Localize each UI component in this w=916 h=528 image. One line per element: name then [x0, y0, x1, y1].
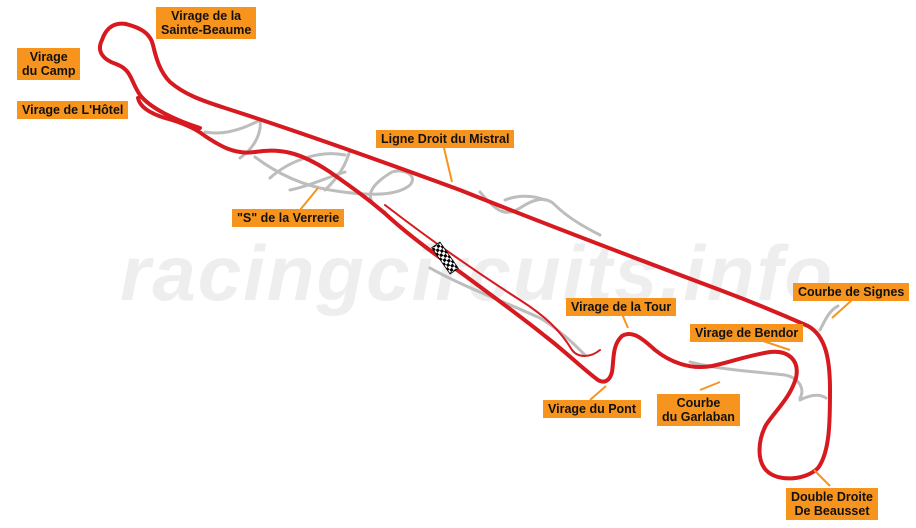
checkered-flag-icon: [431, 241, 459, 275]
label-leaders: [299, 147, 853, 487]
label-virage-sainte-beaume: Virage de la Sainte-Beaume: [156, 7, 257, 39]
label-courbe-du-garlaban: Courbe du Garlaban: [657, 394, 740, 426]
pit-lane: [384, 204, 601, 357]
circuit-track: [97, 21, 832, 481]
watermark-text: racingcircuits.info: [120, 229, 834, 317]
label-virage-de-la-tour: Virage de la Tour: [566, 298, 677, 316]
label-virage-de-bendor: Virage de Bendor: [690, 324, 804, 342]
label-virage-du-camp: Virage du Camp: [17, 48, 81, 80]
label-double-droite-beausset: Double Droite De Beausset: [786, 488, 878, 520]
label-courbe-de-signes: Courbe de Signes: [793, 283, 910, 301]
label-ligne-droit-mistral: Ligne Droit du Mistral: [376, 130, 515, 148]
label-virage-du-pont: Virage du Pont: [543, 400, 641, 418]
label-virage-hotel: Virage de L'Hôtel: [17, 101, 129, 119]
label-s-de-la-verrerie: "S" de la Verrerie: [232, 209, 345, 227]
